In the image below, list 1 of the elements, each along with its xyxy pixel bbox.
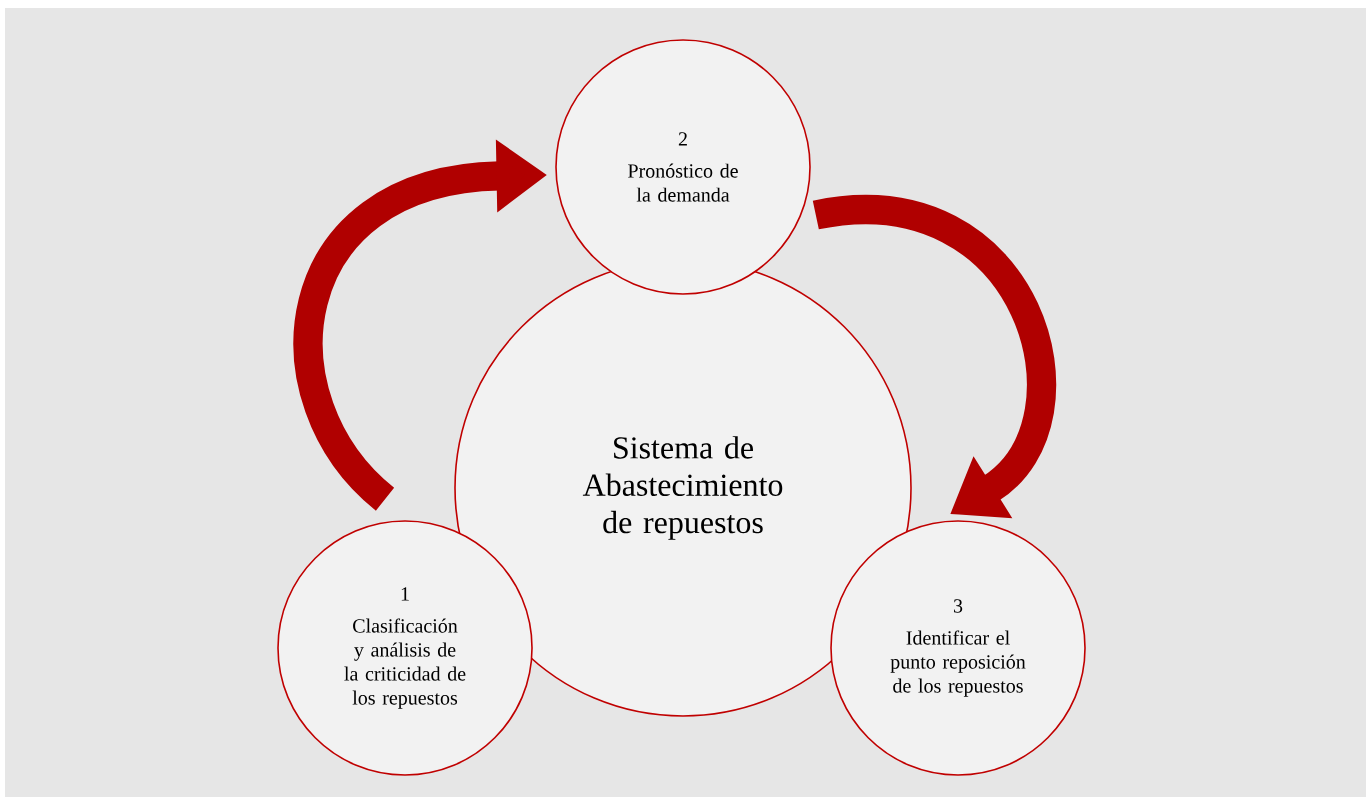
curved-arrow: [814, 195, 1056, 519]
